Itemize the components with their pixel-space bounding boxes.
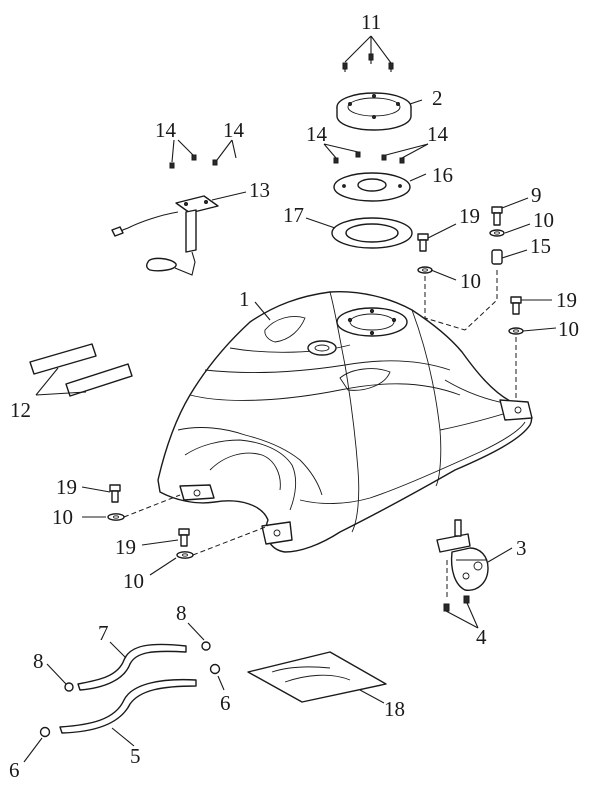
label-9: 9 bbox=[531, 183, 542, 207]
pump-gasket bbox=[331, 217, 413, 249]
label-13: 13 bbox=[249, 178, 270, 202]
label-18: 18 bbox=[384, 697, 405, 721]
fuel-tank bbox=[157, 290, 533, 553]
label-10: 10 bbox=[123, 569, 144, 593]
label-19: 19 bbox=[56, 475, 77, 499]
callout-labels: 11 2 14 14 14 14 16 13 9 17 19 10 15 10 … bbox=[9, 10, 579, 782]
label-10: 10 bbox=[533, 208, 554, 232]
label-14: 14 bbox=[155, 118, 177, 142]
hose-clamps bbox=[39, 641, 221, 738]
pump-plate bbox=[333, 172, 411, 202]
label-19: 19 bbox=[459, 204, 480, 228]
label-10: 10 bbox=[558, 317, 579, 341]
label-16: 16 bbox=[432, 163, 453, 187]
bolts-and-washers bbox=[107, 206, 524, 559]
label-14: 14 bbox=[223, 118, 245, 142]
label-14: 14 bbox=[306, 122, 328, 146]
screws-4 bbox=[443, 595, 470, 612]
assembly-lines bbox=[123, 270, 517, 600]
fuel-valve bbox=[436, 519, 489, 591]
label-15: 15 bbox=[530, 234, 551, 258]
pump-ring bbox=[336, 92, 412, 131]
label-10: 10 bbox=[460, 269, 481, 293]
label-5: 5 bbox=[130, 744, 141, 768]
label-10: 10 bbox=[52, 505, 73, 529]
screws-14 bbox=[169, 151, 405, 169]
label-3: 3 bbox=[516, 536, 527, 560]
label-6: 6 bbox=[9, 758, 20, 782]
label-11: 11 bbox=[361, 10, 381, 34]
rubber-pads bbox=[29, 343, 133, 397]
leader-lines bbox=[23, 35, 557, 763]
label-6: 6 bbox=[220, 691, 231, 715]
label-8: 8 bbox=[176, 601, 187, 625]
label-1: 1 bbox=[239, 287, 250, 311]
protective-sheet bbox=[247, 651, 387, 703]
label-2: 2 bbox=[432, 86, 443, 110]
fuel-sender bbox=[111, 195, 219, 276]
label-7: 7 bbox=[98, 621, 109, 645]
screws-11 bbox=[342, 53, 394, 72]
hoses bbox=[59, 643, 197, 734]
label-4: 4 bbox=[476, 625, 487, 649]
label-14: 14 bbox=[427, 122, 449, 146]
label-19: 19 bbox=[115, 535, 136, 559]
label-17: 17 bbox=[283, 203, 304, 227]
label-19: 19 bbox=[556, 288, 577, 312]
label-8: 8 bbox=[33, 649, 44, 673]
label-12: 12 bbox=[10, 398, 31, 422]
